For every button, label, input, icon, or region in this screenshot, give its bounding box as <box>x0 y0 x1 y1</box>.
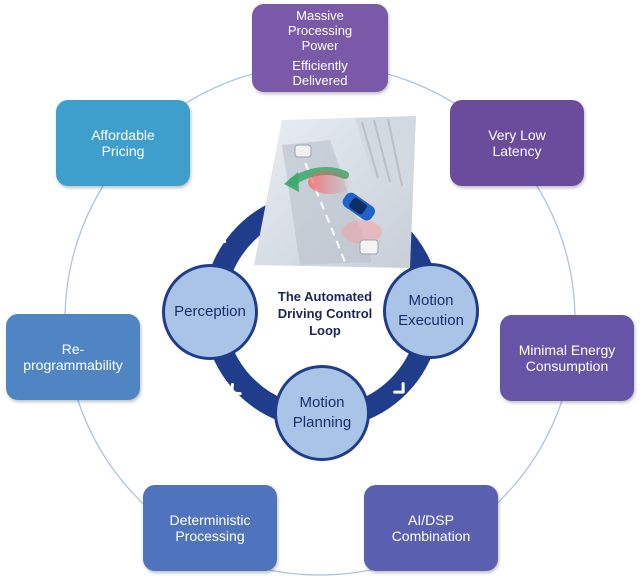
chevron-arrow-icon <box>212 237 227 250</box>
very-low-latency-line-1: Very Low <box>488 127 546 143</box>
motion-execution-node: Motion Execution <box>383 263 479 359</box>
motion-planning-label-2: Planning <box>292 414 352 431</box>
reprogrammability-box: Re- programmability <box>6 314 140 400</box>
massive-processing-line-3: Power <box>301 38 339 53</box>
ai-dsp-line-1: AI/DSP <box>408 512 454 528</box>
minimal-energy-line-2: Consumption <box>525 358 609 374</box>
massive-processing-line-4: Efficiently <box>292 58 348 73</box>
automated-car-road-scene <box>254 116 416 268</box>
very-low-latency-box: Very Low Latency <box>450 100 584 186</box>
title-line-1: The Automated <box>277 289 373 304</box>
affordable-pricing-line-1: Affordable <box>91 127 155 143</box>
motion-planning-node: Motion Planning <box>274 365 370 461</box>
chevron-arrow-icon <box>393 382 405 394</box>
reprogrammability-line-2: programmability <box>23 357 123 373</box>
motion-execution-label-2: Execution <box>398 312 464 329</box>
affordable-pricing-line-2: Pricing <box>101 143 145 159</box>
massive-processing-line-5: Delivered <box>292 73 348 88</box>
affordable-pricing-box: Affordable Pricing <box>56 100 190 186</box>
title-line-2: Driving Control <box>277 306 373 321</box>
minimal-energy-box: Minimal Energy Consumption <box>500 315 634 401</box>
massive-processing-line-2: Processing <box>287 23 353 38</box>
deterministic-processing-box: Deterministic Processing <box>143 485 277 571</box>
title-line-3: Loop <box>309 323 341 338</box>
motion-execution-label-1: Motion <box>408 292 454 309</box>
minimal-energy-line-1: Minimal Energy <box>518 342 616 358</box>
deterministic-line-2: Processing <box>175 528 245 544</box>
ai-dsp-box: AI/DSP Combination <box>364 485 498 571</box>
reprogrammability-line-1: Re- <box>61 341 85 357</box>
motion-planning-label-1: Motion <box>299 394 345 411</box>
perception-node: Perception <box>162 264 258 360</box>
deterministic-line-1: Deterministic <box>169 512 251 528</box>
ai-dsp-line-2: Combination <box>391 528 471 544</box>
chevron-arrow-icon <box>230 382 242 396</box>
massive-processing-line-1: Massive <box>296 8 344 23</box>
massive-processing-box: Massive Processing Power Efficiently Del… <box>252 4 388 92</box>
perception-label: Perception <box>174 303 246 320</box>
very-low-latency-line-2: Latency <box>492 143 542 159</box>
control-loop-title: The Automated Driving Control Loop <box>262 288 388 339</box>
